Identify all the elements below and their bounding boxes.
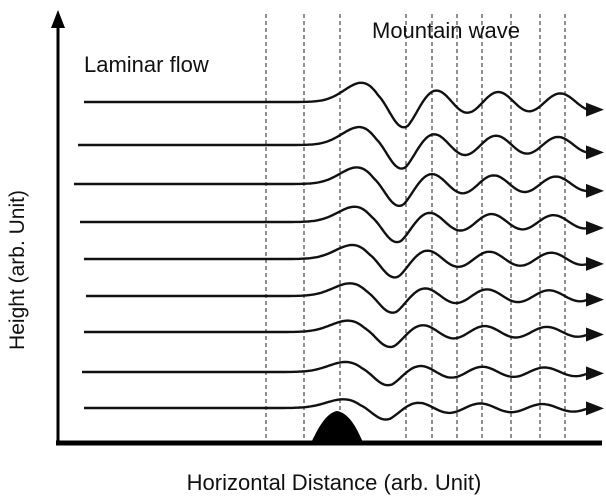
arrowhead-1 — [586, 102, 604, 117]
streamline-9 — [84, 398, 589, 421]
streamline-2 — [78, 125, 589, 170]
streamline-arrowheads — [586, 102, 604, 416]
arrowhead-4 — [586, 220, 604, 235]
arrowhead-8 — [586, 366, 604, 381]
y-axis-label: Height (arb. Unit) — [6, 190, 29, 350]
streamline-5 — [84, 243, 589, 279]
arrowhead-6 — [586, 292, 604, 307]
arrowhead-3 — [586, 183, 604, 198]
y-axis-arrowhead — [51, 10, 65, 28]
arrowhead-7 — [586, 327, 604, 342]
streamline-8 — [82, 360, 589, 387]
arrowhead-5 — [586, 256, 604, 271]
streamline-4 — [80, 205, 589, 244]
mountain — [310, 411, 364, 445]
streamline-7 — [84, 319, 589, 349]
dashed-guides — [265, 14, 566, 442]
laminar-flow-label: Laminar flow — [84, 52, 209, 77]
streamline-6 — [86, 282, 589, 314]
mountain-wave-label: Mountain wave — [372, 18, 520, 43]
arrowhead-9 — [586, 401, 604, 416]
x-axis-label: Horizontal Distance (arb. Unit) — [187, 470, 482, 495]
streamlines — [74, 81, 589, 421]
arrowhead-2 — [586, 145, 604, 160]
streamline-3 — [74, 166, 588, 207]
streamline-1 — [84, 81, 589, 129]
